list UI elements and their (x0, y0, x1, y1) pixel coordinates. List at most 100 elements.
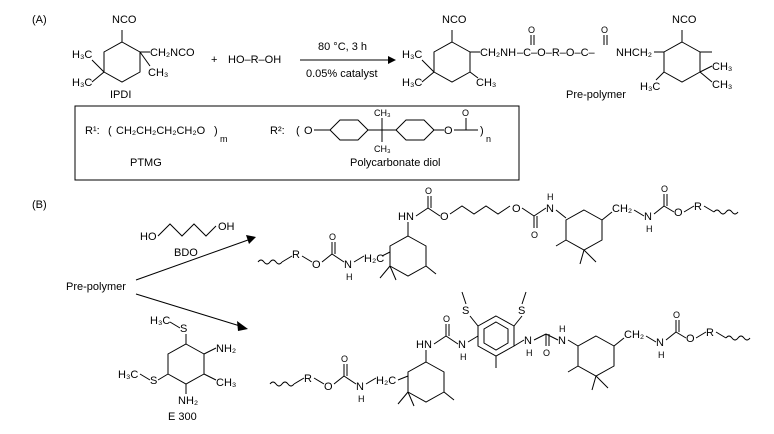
bdo-product-h-far: H (646, 224, 653, 234)
e300-product-s-right: S (518, 305, 525, 317)
prepolymer-h3c-3: H₃C (640, 81, 660, 93)
r2-o-middle: O (444, 125, 453, 137)
r2-ch3-bottom: CH₃ (374, 144, 391, 154)
prepolymer-h3c-1: H₃C (402, 49, 422, 61)
e300-product-chain-end-right (725, 335, 751, 341)
r2-bracket-open: ( (296, 125, 300, 137)
r1-label: R¹: (85, 125, 100, 137)
ipdi-ch2nco: CH₂NCO (150, 47, 195, 59)
e300-product-ring-left (407, 361, 445, 403)
r2-subscript: n (486, 134, 491, 144)
bdo-product-r-right: R (694, 201, 702, 213)
prepolymer-nco-right: NCO (672, 14, 697, 26)
e300-product-n-3: N (558, 335, 566, 347)
prepolymer-structure: NCO H₃C H₃C CH₃ CH₂NH –C–O–R–O–C– O O NH… (402, 14, 732, 101)
bdo-product-h-right: H (547, 192, 554, 202)
prepolymer-ring-left (433, 41, 471, 83)
e300-product-h-left: H (358, 394, 365, 404)
prepolymer-nco-left: NCO (442, 14, 467, 26)
bdo-product-o-mid2: O (512, 203, 521, 215)
ipdi-h3c-top: H₃C (72, 49, 92, 61)
panel-b-label: (B) (32, 199, 47, 211)
bdo-name: BDO (174, 247, 198, 259)
bdo-oh: OH (218, 221, 235, 233)
bdo-structure: HO OH BDO (140, 221, 235, 259)
bdo-product-butylene (449, 205, 511, 215)
e300-product-h-2: H (526, 348, 533, 358)
e300-product-aromatic-inner (483, 321, 509, 351)
r1-bracket-open: ( (108, 125, 112, 137)
e300-product-carbonyl-o-1: O (443, 314, 450, 324)
e300-product-r-right: R (706, 327, 714, 339)
bdo-product-o-far: O (674, 207, 683, 219)
r-group-box: R¹: ( CH₂CH₂CH₂CH₂O ) m PTMG R²: ( O CH₃… (74, 105, 520, 181)
r2-name: Polycarbonate diol (350, 157, 441, 169)
ipdi-name: IPDI (110, 89, 131, 101)
prepolymer-carbonyl-o-2: O (601, 25, 608, 35)
r1-bracket-close: ) (214, 125, 218, 137)
r2-carbonyl-o: O (462, 108, 469, 118)
e300-product-n-2: N (524, 335, 532, 347)
e300-product-carbonyl-o-far: O (673, 310, 680, 320)
bdo-product-ring-left (389, 235, 427, 277)
e300-product-carbonyl-o-left: O (341, 354, 348, 364)
r2-ch3-top: CH₃ (374, 108, 391, 118)
bdo-product-r-left: R (292, 249, 300, 261)
e300-nh2-right: NH₂ (216, 343, 236, 355)
bdo-product-carbonyl-o-far: O (661, 184, 668, 194)
ipdi-ring (103, 41, 141, 83)
e300-product-r-left: R (304, 373, 312, 385)
prepolymer-ch3-1: CH₃ (476, 77, 496, 89)
prepolymer-carbonyl-o-1: O (528, 25, 535, 35)
prepolymer-ch3-2: CH₃ (712, 61, 732, 73)
e300-structure: S H₃C NH₂ CH₃ NH₂ S H₃C E 300 (118, 315, 236, 423)
bdo-product-carbonyl-o-mid2: O (531, 230, 538, 240)
bdo-product-h-left: H (346, 272, 353, 282)
ipdi-ch3-right: CH₃ (148, 67, 168, 79)
prepolymer-h3c-2: H₃C (402, 77, 422, 89)
conditions-catalyst: 0.05% catalyst (306, 68, 378, 80)
prepolymer-linker: –C–O–R–O–C– (517, 47, 596, 59)
r2-bracket-close: ) (480, 125, 484, 137)
panel-a-label: (A) (32, 14, 47, 26)
reaction-arrow-b-lower (135, 293, 248, 331)
e300-product-o-far: O (686, 333, 695, 345)
r1-name: PTMG (130, 157, 162, 169)
bdo-product-ch2: CH₂ (612, 203, 632, 215)
bdo-product-chain-end-right (713, 209, 739, 215)
e300-product-ch2: CH₂ (624, 329, 644, 341)
e300-product-o-left: O (324, 381, 333, 393)
bdo-product-n-right: N (546, 203, 554, 215)
bdo-product-n-far: N (644, 211, 652, 223)
e300-product-h2c: H₂C (376, 375, 396, 387)
e300-product-hn-1: HN (416, 339, 432, 351)
b-start-prepolymer: Pre-polymer (66, 281, 126, 293)
e300-product-structure: R O O N H H₂C HN O N H S S (269, 291, 751, 407)
e300-s-left: S (150, 375, 157, 387)
e300-product-s-left: S (462, 305, 469, 317)
reaction-arrow-a: 80 °C, 3 h 0.05% catalyst (300, 41, 396, 80)
bdo-product-carbonyl-o-left: O (329, 232, 336, 242)
e300-h3c-left: H₃C (118, 369, 138, 381)
ipdi-h3c-bottom: H₃C (72, 77, 92, 89)
e300-product-ring-right (577, 335, 615, 377)
e300-product-n-1: N (458, 339, 466, 351)
e300-product-chain-end-left (269, 381, 295, 387)
prepolymer-nhch2: NHCH₂ (616, 47, 652, 59)
bdo-product-hn: HN (398, 211, 414, 223)
e300-s-top: S (180, 323, 187, 335)
r2-benzene-right (395, 119, 435, 141)
prepolymer-ch2nh: CH₂NH (480, 47, 516, 59)
r2-label: R²: (270, 125, 285, 137)
bdo-product-o-left: O (312, 259, 321, 271)
e300-product-h-far: H (658, 350, 665, 360)
prepolymer-name: Pre-polymer (566, 89, 626, 101)
bdo-product-chain-end-left (257, 259, 283, 265)
bdo-product-ring-right (565, 209, 603, 251)
diol-formula: HO–R–OH (228, 54, 281, 66)
bdo-product-h2c: H₂C (364, 253, 384, 265)
reaction-arrow-b-upper (135, 235, 256, 281)
e300-nh2-bottom: NH₂ (178, 395, 198, 407)
